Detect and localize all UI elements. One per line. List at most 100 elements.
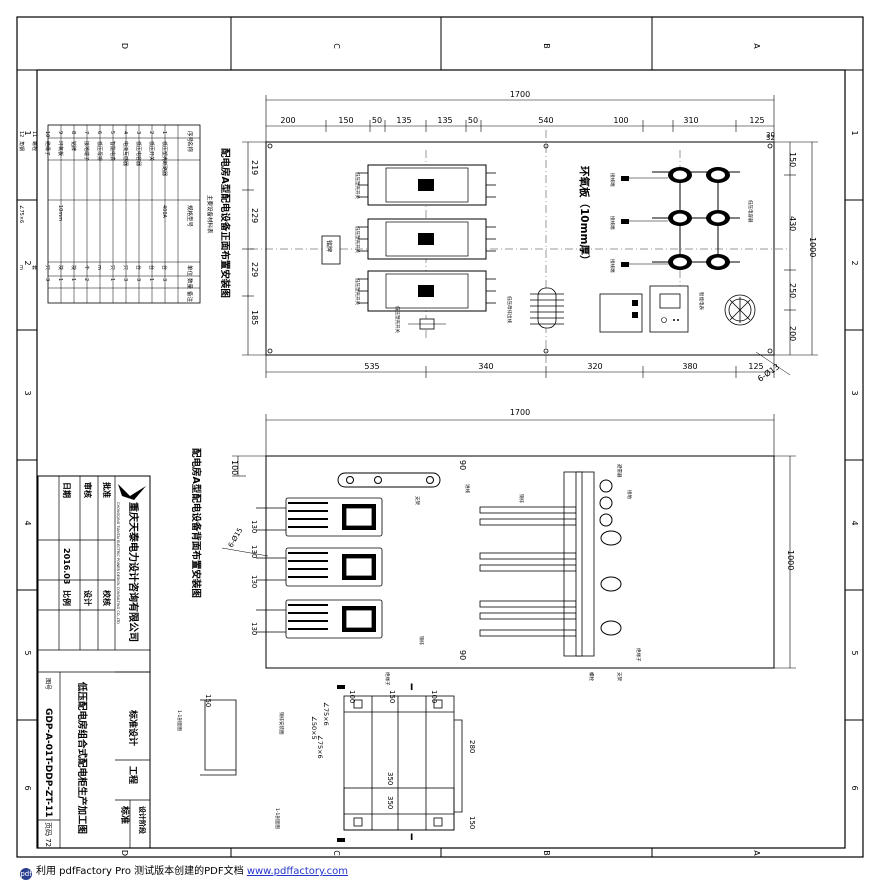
materials-cell: 接地端子	[83, 141, 90, 161]
materials-cell: 套	[31, 265, 38, 270]
back-panel-outline	[265, 455, 775, 669]
drawing-no-label: 图号	[44, 678, 51, 690]
ground-terminal	[724, 294, 756, 326]
date-value: 2016.03	[62, 548, 71, 584]
materials-cell: 只	[109, 265, 115, 270]
materials-table: 序号 名称 规格型号 单位 数量 备注 1低压塑壳断路器400A台32低压开关台…	[18, 124, 214, 304]
materials-cell: 10	[44, 131, 50, 137]
front-top-dim-4: 135	[396, 116, 411, 125]
front-right-dim-3: 250	[788, 283, 797, 298]
section-mark-bottom: I	[410, 833, 413, 843]
front-view-title: 配电房A型配电设备正面布置安装图	[219, 148, 231, 298]
top-bracket	[337, 472, 441, 488]
detail-note-2: ∠50×5	[310, 716, 318, 740]
label-design: 设计	[83, 590, 93, 606]
busbar-block	[530, 287, 564, 329]
materials-cell: 2	[83, 278, 89, 281]
detail-dim-350-b: 350	[386, 796, 394, 809]
label-scale: 比例	[62, 590, 72, 606]
materials-cell: 只	[122, 265, 128, 270]
detail-dim-100-left: 100	[348, 690, 356, 703]
front-right-dim-1: 150	[788, 152, 797, 167]
left-bar-assemblies	[256, 497, 383, 639]
copper-bar-label-2: 铜排	[418, 636, 425, 645]
front-bottom-dim-3: 320	[587, 362, 602, 371]
zone-label-bottom-c: C	[332, 850, 341, 856]
row-label-left-4: 4	[23, 520, 32, 525]
front-bottom-dim-2: 340	[478, 362, 493, 371]
plate-label: 环氧板（10mm厚）	[578, 166, 591, 266]
stage-label: 设计阶段	[138, 806, 147, 834]
materials-cell: 块	[57, 265, 64, 270]
label-verify: 校核	[102, 590, 112, 606]
zone-label-top-d: D	[120, 43, 129, 49]
zone-label-top-b: B	[542, 43, 551, 49]
zone-label-top-a: A	[752, 43, 761, 49]
back-dim-100: 100	[230, 460, 239, 475]
breaker-3-label: 低压塑壳开关	[354, 278, 361, 305]
drawing-no: GDP-A-01T-DDP-ZT-11	[43, 708, 53, 818]
detail-label-left: 1-1剖面图	[176, 710, 183, 731]
mt-header-spec: 规格型号	[186, 205, 194, 228]
breaker-group	[358, 164, 496, 312]
materials-cell: 环氧板	[57, 141, 64, 156]
mt-header-name: 名称	[186, 141, 194, 153]
row-label-right-1: 1	[850, 130, 859, 135]
materials-cell: 9	[57, 131, 63, 134]
back-dim-130-4: 130	[250, 622, 258, 635]
support-label: 支架	[616, 672, 623, 681]
materials-cell: 3	[161, 278, 167, 281]
front-top-dim-9: 310	[683, 116, 698, 125]
detail-dim-150-right: 150	[468, 816, 476, 829]
detail-section: 150 100 150 100 350 350 280 150 ∠75×6 ∠5…	[176, 683, 476, 843]
footer-link[interactable]: www.pdffactory.com	[246, 866, 349, 877]
smart-meter	[599, 285, 689, 333]
stage-value: 标准	[119, 805, 131, 824]
back-total-height: 1000	[786, 550, 795, 570]
right-busbars	[479, 471, 595, 657]
mt-header-qty: 数量	[186, 278, 194, 290]
front-bottom-dim-1: 535	[364, 362, 379, 371]
back-view-title: 配电房A型配电设备背面布置安装图	[190, 448, 202, 598]
front-top-dim-7: 540	[538, 116, 553, 125]
front-small-dim-30: 30	[766, 131, 775, 139]
small-switch-label: 低压塑壳开关	[394, 306, 401, 333]
insulators	[599, 479, 622, 636]
materials-cell: 1	[57, 278, 63, 281]
row-label-left-2: 2	[23, 260, 32, 265]
detail-note-3: ∠75×6	[316, 735, 324, 759]
front-bottom-dim-4: 380	[682, 362, 697, 371]
front-small-dim-32: 32	[766, 134, 775, 142]
back-dim-130-2: 130	[250, 545, 258, 558]
materials-cell: 7	[83, 131, 89, 134]
front-right-dim-2: 430	[788, 216, 797, 231]
label-date: 日期	[62, 482, 72, 498]
project-label: 工程	[127, 766, 139, 784]
ground-label: 接地	[626, 490, 633, 499]
incoming-label: 进线	[464, 484, 471, 493]
materials-cell: 只	[44, 265, 50, 270]
front-view: 配电房A型配电设备正面布置安装图 1700 200	[219, 90, 818, 384]
materials-cell: 块	[70, 265, 77, 270]
front-total-height: 1000	[808, 237, 817, 257]
pdffactory-icon: pdf	[20, 868, 32, 880]
front-top-dim-1: 200	[280, 116, 295, 125]
detail-label-mid: 铜排安装图	[278, 712, 285, 735]
top-zone-dividers	[17, 17, 863, 857]
detail-note-1: ∠75×6	[322, 702, 330, 726]
row-label-left-1: 1	[23, 130, 32, 135]
materials-cell: 6	[96, 131, 102, 134]
materials-cell: 角钢	[18, 141, 25, 151]
back-dim-90-top: 90	[458, 460, 467, 470]
front-bottom-dim-5: 125	[748, 362, 763, 371]
detail-dim-150-top: 150	[388, 690, 396, 703]
detail-dim-280: 280	[468, 740, 476, 753]
materials-cell: 3	[135, 131, 141, 134]
materials-cell: 低压母排	[96, 141, 103, 161]
mt-header-no: 序号	[186, 131, 194, 143]
zone-label-bottom-d: D	[120, 850, 129, 856]
arrester-label: 避雷器	[616, 464, 623, 478]
company-name: 重庆天泰电力设计咨询有限公司	[127, 502, 140, 642]
front-left-dim-2: 229	[250, 208, 259, 223]
